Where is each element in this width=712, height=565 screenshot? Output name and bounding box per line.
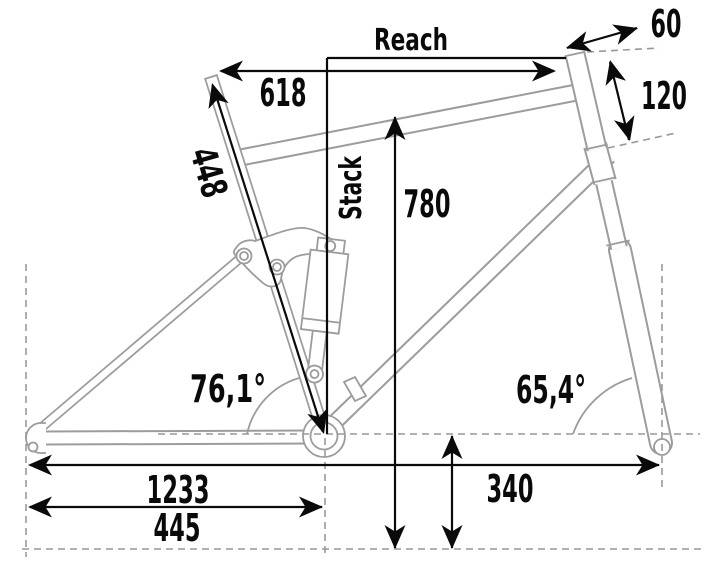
seat-tube-dimension-line	[211, 85, 325, 433]
arrow-head	[612, 24, 638, 45]
arrow-head	[219, 60, 243, 82]
head-tube-length-value: 120	[641, 74, 687, 118]
seat-angle-value: 76,1°	[190, 367, 266, 411]
arrow-head	[614, 115, 635, 141]
arrow-head	[441, 525, 463, 549]
seat-angle-arc	[246, 377, 300, 435]
arrowheads	[28, 24, 660, 549]
arrow-head	[605, 60, 626, 86]
seat-tube-length-value: 448	[181, 143, 234, 202]
arrow-head	[441, 435, 463, 459]
top-tube	[236, 84, 576, 167]
chainstay-tube	[43, 429, 313, 446]
arrow-head	[299, 496, 323, 518]
head-angle-arc	[572, 377, 633, 435]
arrow-head	[532, 60, 556, 82]
arrow-head	[28, 496, 52, 518]
seatstay-tube	[38, 251, 248, 431]
guide-lines	[22, 47, 706, 557]
arrow-head	[208, 83, 229, 109]
standover-value: 780	[404, 182, 451, 226]
head-tube-top-guide	[586, 47, 660, 53]
arrow-head	[566, 31, 592, 52]
bb-height-value: 340	[487, 467, 534, 511]
head-tube-bottom-guide	[607, 132, 677, 149]
wheelbase-value: 1233	[147, 468, 210, 512]
stem-length-value: 60	[651, 2, 682, 46]
top-tube-length-value: 618	[260, 71, 307, 115]
chainstay-value: 445	[154, 506, 201, 550]
arrow-head	[384, 116, 406, 140]
rear-shock	[299, 236, 368, 403]
arrow-head	[636, 454, 660, 476]
head-angle-value: 65,4°	[516, 368, 586, 412]
arrow-head	[28, 454, 52, 476]
arrow-head	[384, 525, 406, 549]
head-tube	[564, 51, 608, 152]
reach-label: Reach	[374, 23, 448, 58]
rear-dropout	[25, 422, 46, 454]
down-tube	[327, 149, 615, 431]
bottom-bracket	[302, 414, 346, 458]
arrow-head	[307, 408, 328, 434]
stack-label: Stack	[334, 155, 369, 220]
dimension-labels: Reach Stack 618 448 780 60 120 76,1° 65,…	[147, 2, 688, 550]
fork	[564, 50, 673, 456]
